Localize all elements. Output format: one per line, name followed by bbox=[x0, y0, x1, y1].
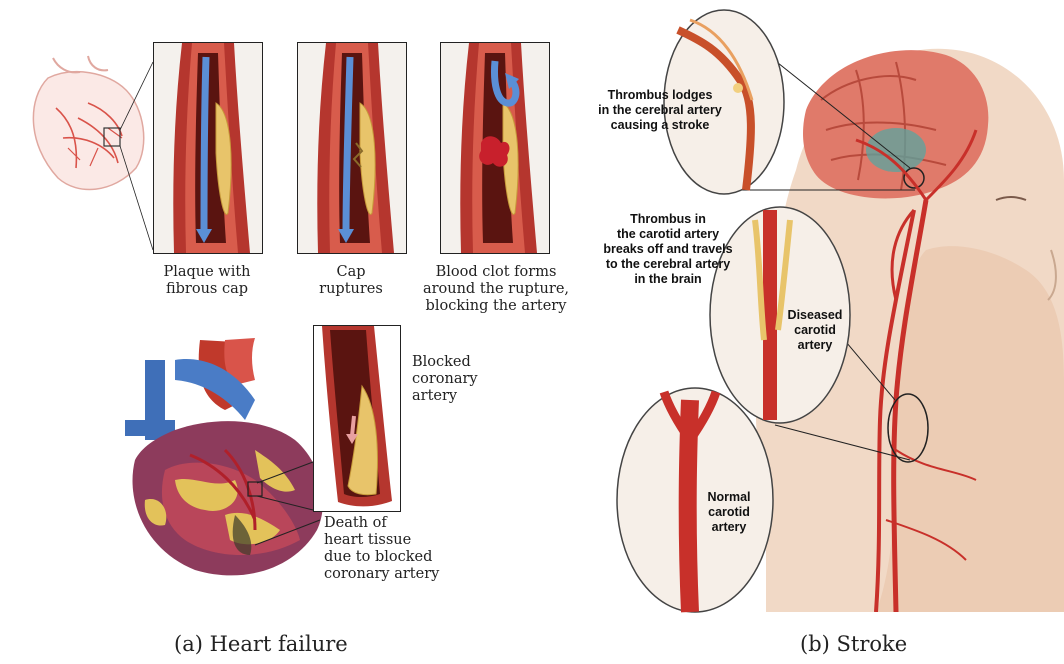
thrombus-carotid-label: Thrombus in the carotid artery breaks of… bbox=[598, 212, 738, 287]
label-line: Normal bbox=[696, 490, 762, 505]
diseased-carotid-label: Diseased carotid artery bbox=[782, 308, 848, 353]
label-line: Diseased bbox=[782, 308, 848, 323]
label-line: in the brain bbox=[598, 272, 738, 287]
label-line: Thrombus in bbox=[598, 212, 738, 227]
label-line: in the cerebral artery bbox=[590, 103, 730, 118]
label-line: to the cerebral artery bbox=[598, 257, 738, 272]
label-line: carotid bbox=[782, 323, 848, 338]
normal-carotid-label: Normal carotid artery bbox=[696, 490, 762, 535]
label-line: artery bbox=[782, 338, 848, 353]
thrombus-lodges-label: Thrombus lodges in the cerebral artery c… bbox=[590, 88, 730, 133]
label-line: breaks off and travels bbox=[598, 242, 738, 257]
label-line: carotid bbox=[696, 505, 762, 520]
label-line: Thrombus lodges bbox=[590, 88, 730, 103]
label-line: causing a stroke bbox=[590, 118, 730, 133]
label-line: artery bbox=[696, 520, 762, 535]
caption-stroke: (b) Stroke bbox=[800, 632, 907, 656]
label-line: the carotid artery bbox=[598, 227, 738, 242]
